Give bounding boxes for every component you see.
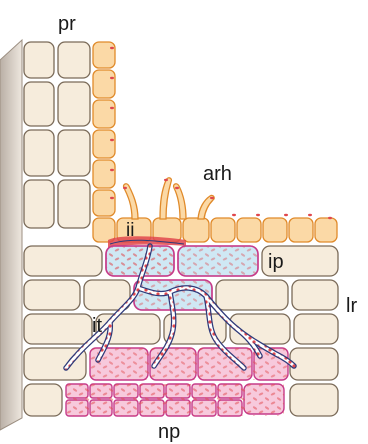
primary-root-cells — [24, 42, 90, 228]
label-ii: ii — [126, 220, 134, 241]
primary-root-epidermis — [93, 42, 115, 216]
label-np: np — [158, 421, 180, 443]
root-side-wall — [0, 40, 22, 430]
label-pr: pr — [58, 13, 76, 35]
label-lr: lr — [346, 295, 357, 317]
epidermis-bacteria — [110, 47, 332, 219]
label-ip: ip — [268, 251, 284, 273]
root-hairs — [124, 178, 215, 219]
label-it: it — [92, 315, 102, 337]
label-arh: arh — [203, 163, 232, 185]
